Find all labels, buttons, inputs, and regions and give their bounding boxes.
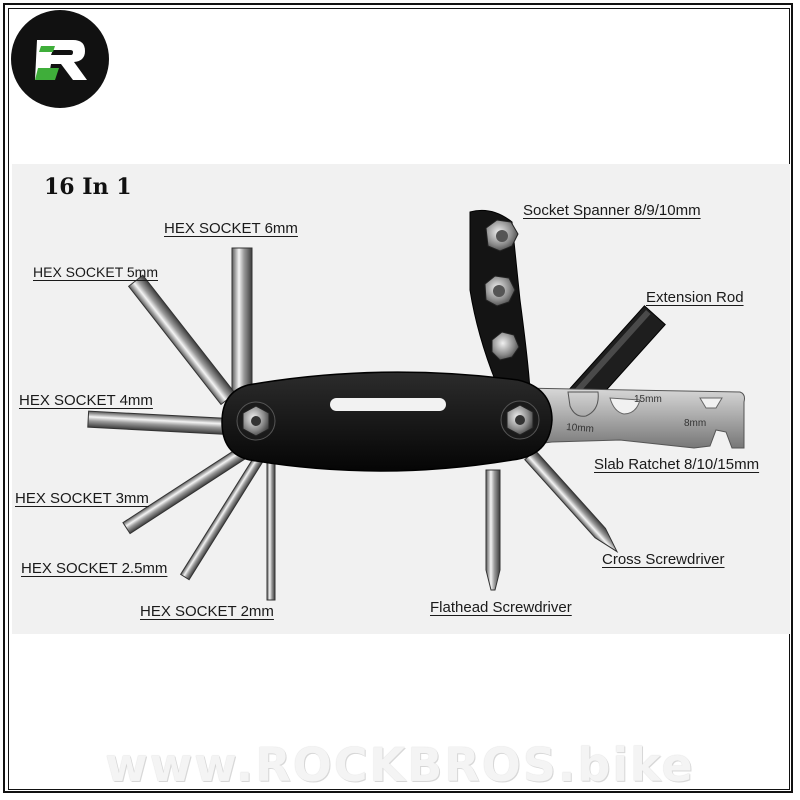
label-hex-socket-6mm: HEX SOCKET 6mm xyxy=(164,220,298,237)
rockbros-logo-icon xyxy=(11,10,109,108)
hex-key-6mm xyxy=(231,247,253,399)
slab-ratchet-plate xyxy=(519,387,745,449)
label-hex-socket-2mm: HEX SOCKET 2mm xyxy=(140,603,274,620)
socket-nuts xyxy=(484,219,520,361)
outer-frame xyxy=(3,3,793,793)
label-slab-ratchet: Slab Ratchet 8/10/15mm xyxy=(594,456,760,473)
body-slot xyxy=(330,398,446,411)
hex-key-2mm xyxy=(266,461,276,601)
flathead-screwdriver-bit xyxy=(485,469,501,591)
multitool-body xyxy=(221,371,553,472)
product-title: 16 In 1 xyxy=(44,174,132,200)
ratchet-mark-8: 8mm xyxy=(684,418,706,429)
right-bolt xyxy=(500,400,540,440)
label-hex-socket-4mm: HEX SOCKET 4mm xyxy=(19,392,153,409)
label-hex-socket-2-5mm: HEX SOCKET 2.5mm xyxy=(21,560,168,577)
ratchet-mark-10: 10mm xyxy=(566,422,594,435)
ratchet-mark-15: 15mm xyxy=(634,394,662,405)
website-watermark: www.ROCKBROS.bike xyxy=(105,738,695,792)
hex-key-4mm xyxy=(87,410,239,436)
label-hex-socket-5mm: HEX SOCKET 5mm xyxy=(33,264,158,280)
hex-key-5mm xyxy=(127,274,236,406)
label-socket-spanner: Socket Spanner 8/9/10mm xyxy=(523,202,701,219)
label-hex-socket-3mm: HEX SOCKET 3mm xyxy=(15,490,149,507)
label-extension-rod: Extension Rod xyxy=(646,289,744,306)
label-cross-screwdriver: Cross Screwdriver xyxy=(602,551,725,568)
left-bolt xyxy=(236,401,276,441)
label-flathead-screwdriver: Flathead Screwdriver xyxy=(430,599,572,616)
